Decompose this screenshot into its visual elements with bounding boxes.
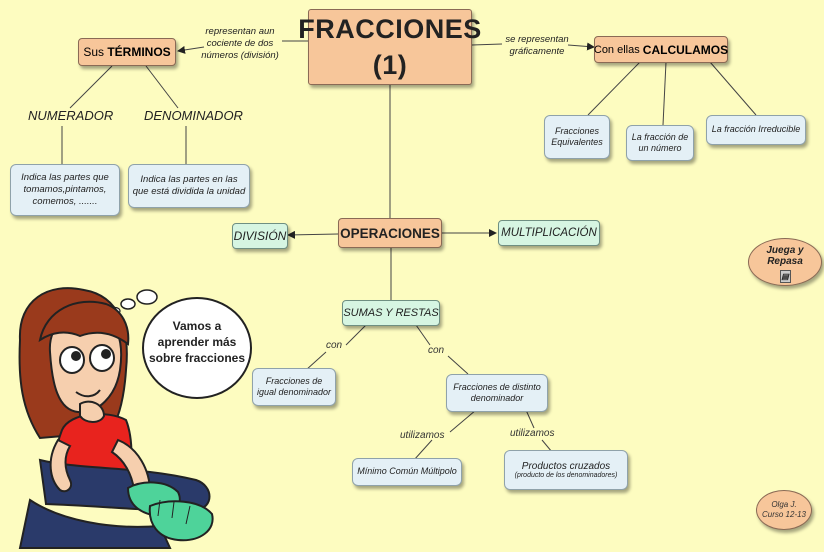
sumas-restas-node: SUMAS Y RESTAS	[342, 300, 440, 326]
main-title-line1: FRACCIONES	[298, 14, 482, 44]
credit-text: Olga J. Curso 12-13	[761, 500, 807, 519]
link-utilizamos-right: utilizamos	[510, 428, 555, 439]
link-utilizamos-left: utilizamos	[400, 430, 445, 441]
main-title-line2: (1)	[372, 50, 408, 80]
calculamos-prefix: Con ellas	[593, 43, 643, 56]
calculamos-bold: CALCULAMOS	[642, 42, 729, 57]
distinto-denominador-node: Fracciones de distinto denominador	[446, 374, 548, 412]
terminos-bold: TÉRMINOS	[107, 45, 171, 59]
speech-text: Vamos a aprender más sobre fracciones	[148, 319, 246, 366]
numerador-label: NUMERADOR	[28, 108, 114, 123]
link-con-right: con	[428, 345, 445, 356]
calc-item-irreducible: La fracción Irreducible	[706, 115, 806, 145]
productos-title: Productos cruzados	[521, 461, 611, 472]
denominador-description: Indica las partes en las que está dividi…	[128, 164, 250, 208]
main-title: FRACCIONES (1)	[298, 9, 481, 85]
terminos-prefix: Sus	[83, 45, 108, 59]
juega-repasa-button[interactable]: Juega y Repasa ▤	[748, 238, 822, 286]
juega-repasa-label: Juega y Repasa	[766, 245, 804, 267]
productos-subtitle: (producto de los denominadores)	[514, 472, 618, 479]
calc-item-numero: La fracción de un número	[626, 125, 694, 161]
credit-badge: Olga J. Curso 12-13	[756, 490, 812, 530]
operaciones-node: OPERACIONES	[338, 218, 442, 248]
mcm-node: Mínimo Común Múltipolo	[352, 458, 462, 486]
terminos-node: Sus TÉRMINOS	[78, 38, 176, 66]
numerador-description: Indica las partes que tomamos,pintamos, …	[10, 164, 120, 216]
link-representan: representan aun cociente de dos números …	[201, 26, 279, 61]
denominador-label: DENOMINADOR	[144, 108, 243, 123]
juega-repasa-icon: ▤	[779, 270, 791, 283]
division-node: DIVISIÓN	[232, 223, 288, 249]
link-con-left: con	[326, 340, 343, 351]
multiplicacion-node: MULTIPLICACIÓN	[498, 220, 600, 246]
productos-node: Productos cruzados (producto de los deno…	[504, 450, 628, 490]
igual-denominador-node: Fracciones de igual denominador	[252, 368, 336, 406]
link-graficamente: se representan gráficamente	[505, 34, 569, 57]
calculamos-node: Con ellas CALCULAMOS	[594, 36, 728, 63]
calc-item-equivalentes: Fracciones Equivalentes	[544, 115, 610, 159]
